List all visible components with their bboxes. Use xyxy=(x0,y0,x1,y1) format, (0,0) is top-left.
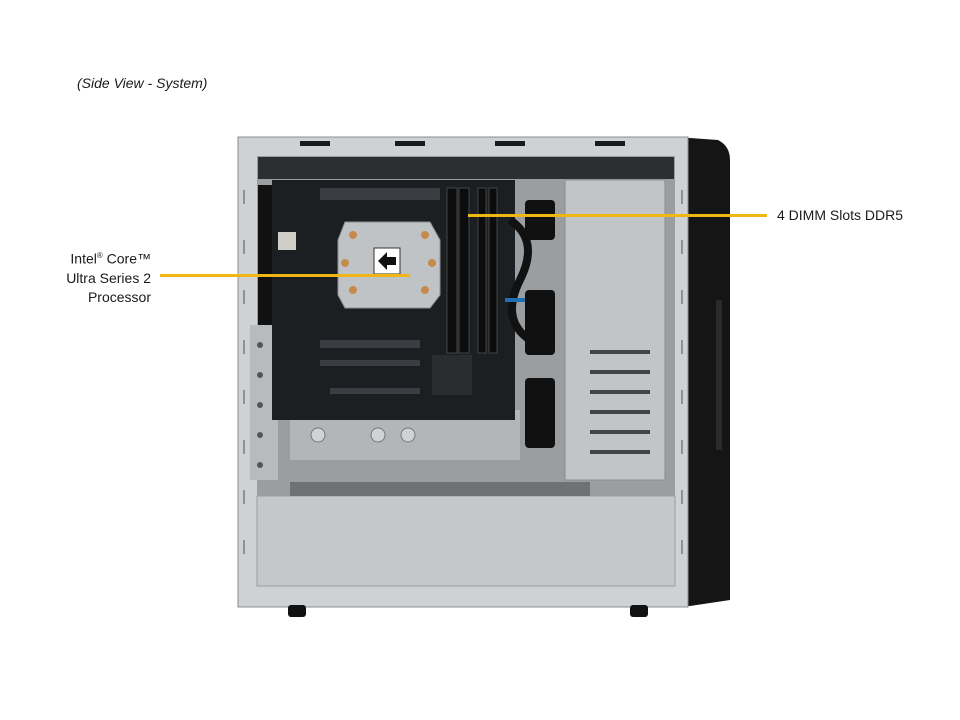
foot xyxy=(288,605,306,617)
psu-shroud xyxy=(256,495,676,587)
registered-mark: ® xyxy=(96,251,103,260)
foot xyxy=(630,605,648,617)
front-panel xyxy=(676,137,730,606)
dimm-callout-label: 4 DIMM Slots DDR5 xyxy=(777,207,904,223)
processor-word: Processor xyxy=(87,288,151,305)
processor-family: Core™ xyxy=(102,250,151,267)
processor-series: Ultra Series 2 xyxy=(66,269,151,286)
dimm-slots xyxy=(446,187,498,354)
drive-cage xyxy=(564,179,666,481)
dimm-callout-line xyxy=(468,214,767,217)
processor-brand: Intel xyxy=(70,250,97,267)
processor-callout-label: Intel® Core™ Ultra Series 2 Processor xyxy=(66,246,151,307)
view-caption: (Side View - System) xyxy=(77,75,208,91)
processor-callout-line xyxy=(160,274,410,277)
